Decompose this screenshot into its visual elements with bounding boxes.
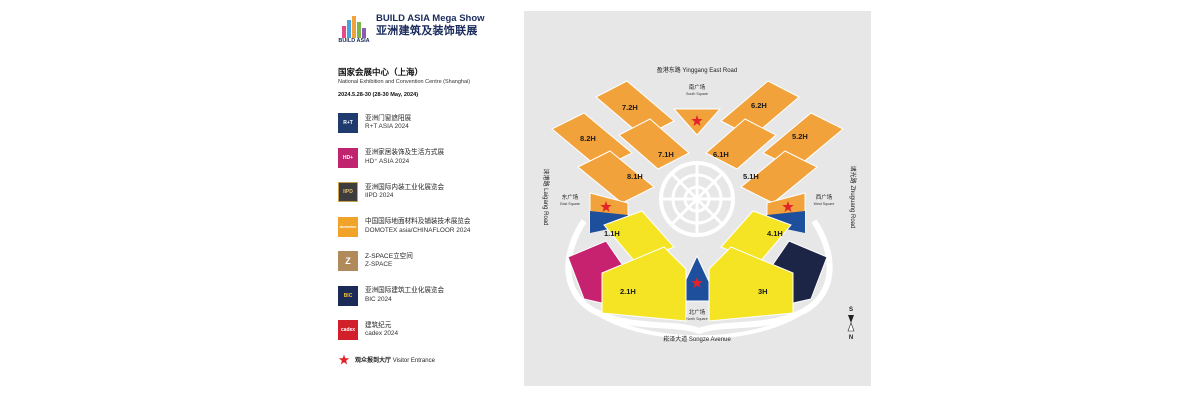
build-asia-logo: BUILD ASIA: [338, 14, 370, 46]
east-entrance-star: [782, 201, 794, 212]
show-name-en: HD⁺ ASIA 2024: [365, 157, 410, 165]
domotex-logo-text: domotex: [339, 224, 357, 229]
south-east-hall-group: [708, 210, 828, 322]
road-south-label: 崧泽大道 Songze Avenue: [663, 335, 731, 343]
hall-label-8-2h: 8.2H: [580, 134, 596, 143]
hall-label-7-1h: 7.1H: [658, 150, 674, 159]
south-square-label-en: North Square: [686, 317, 707, 321]
north-entrance-star: [691, 115, 703, 126]
show-item: IIPD 亚洲国际内装工业化展览会 IIPD 2024: [338, 181, 518, 203]
cadex-logo-text: cadex: [340, 327, 356, 333]
entrance-label-cn: 观众报到大厅: [355, 358, 392, 364]
hall-label-1-1h: 1.1H: [604, 229, 620, 238]
build-asia-logo-text: BUILD ASIA: [338, 38, 370, 44]
venue-info: 国家会展中心（上海） National Exhibition and Conve…: [338, 66, 518, 98]
entrance-stars: [600, 115, 794, 288]
entrance-legend: 观众报到大厅 Visitor Entrance: [338, 354, 518, 366]
show-name-cn: 亚洲国际内装工业化展览会: [365, 183, 445, 191]
show-name-en: IIPD 2024: [365, 192, 394, 200]
show-name-cn: 亚洲国际建筑工业化展览会: [365, 287, 445, 295]
brand-title-en: BUILD ASIA Mega Show: [376, 13, 485, 24]
show-name-cn: 亚洲门窗遮阳展: [365, 114, 412, 122]
road-east-label: 诸光路 Zhuguang Road: [849, 166, 857, 229]
hall-8-1h: [577, 150, 655, 204]
road-west-label: 涞港路 Laigang Road: [542, 168, 550, 225]
venue-map-svg: 7.2H 8.2H 7.1H 8.1H 6.2H 5.2H 6.1H 5.1H …: [542, 66, 857, 343]
entrance-label-en: Visitor Entrance: [392, 358, 435, 364]
brand-header: BUILD ASIA BUILD ASIA Mega Show 亚洲建筑及装饰联…: [338, 13, 518, 46]
hall-label-2-1h: 2.1H: [620, 287, 636, 296]
show-name-cn: Z-SPACE立空间: [365, 252, 413, 260]
hall-label-7-2h: 7.2H: [622, 103, 638, 112]
show-item: domotex 中国国际地面材料及铺装技术展览会 DOMOTEX asia/CH…: [338, 216, 518, 238]
compass-bottom-letter: N: [849, 335, 853, 341]
east-square-label-cn: 西广场: [816, 193, 833, 201]
hall-3h: [708, 246, 794, 322]
hd-asia-logo-text: HD+: [342, 154, 354, 161]
west-square-label-cn: 东广场: [562, 193, 579, 201]
show-name-en: DOMOTEX asia/CHINAFLOOR 2024: [365, 226, 471, 234]
east-square-label-en: West Square: [814, 202, 835, 206]
rt-asia-logo-text: R+T: [343, 120, 353, 126]
south-west-hall-group: [567, 210, 687, 322]
show-item: BIC 亚洲国际建筑工业化展览会 BIC 2024: [338, 285, 518, 307]
iipd-logo: IIPD: [338, 182, 358, 202]
show-item: Z Z-SPACE立空间 Z-SPACE: [338, 250, 518, 272]
central-hub: [659, 161, 735, 237]
venue-name-cn: 国家会展中心（上海）: [338, 67, 424, 77]
bic-logo-text: BIC: [343, 292, 353, 299]
outer-ring-road: [565, 219, 833, 335]
venue-map: 7.2H 8.2H 7.1H 8.1H 6.2H 5.2H 6.1H 5.1H …: [524, 11, 871, 386]
hall-label-6-1h: 6.1H: [713, 150, 729, 159]
north-square-label-en: South Square: [686, 92, 708, 96]
show-item: R+T 亚洲门窗遮阳展 R+T ASIA 2024: [338, 112, 518, 134]
south-square-label-cn: 北广场: [689, 308, 706, 316]
venue-date: 2024.5.28-30 (28-30 May, 2024): [338, 92, 419, 98]
south-road-curve: [592, 309, 806, 340]
hall-label-8-1h: 8.1H: [627, 172, 643, 181]
show-list: R+T 亚洲门窗遮阳展 R+T ASIA 2024 HD+ 亚洲家居装饰及生活方…: [338, 112, 518, 341]
hall-7-1h: [618, 118, 690, 170]
hall-label-3h: 3H: [758, 287, 768, 296]
venue-name-en: National Exhibition and Convention Centr…: [338, 79, 471, 85]
iipd-logo-text: IIPD: [343, 189, 353, 195]
east-entrance-blue: [767, 211, 805, 233]
north-square-label-cn: 南广场: [689, 83, 706, 91]
hall-2-1h: [601, 246, 687, 322]
show-name-en: R+T ASIA 2024: [365, 123, 409, 131]
legend-panel: BUILD ASIA BUILD ASIA Mega Show 亚洲建筑及装饰联…: [338, 13, 518, 366]
hall-label-5-1h: 5.1H: [743, 172, 759, 181]
west-entrance-star: [600, 201, 612, 212]
show-name-en: cadex 2024: [365, 330, 399, 338]
show-name-cn: 中国国际地面材料及铺装技术展览会: [365, 218, 471, 226]
show-item: cadex 建筑纪元 cadex 2024: [338, 319, 518, 341]
z-space-logo: Z: [338, 251, 358, 271]
north-east-hall-group: [705, 80, 844, 204]
bic-logo: BIC: [338, 285, 358, 306]
south-entrance-star: [691, 277, 703, 288]
cadex-logo: cadex: [338, 320, 358, 340]
hall-6-1h: [705, 118, 777, 170]
show-item: HD+ 亚洲家居装饰及生活方式展 HD⁺ ASIA 2024: [338, 147, 518, 169]
brand-title-cn: 亚洲建筑及装饰联展: [376, 24, 478, 37]
hd-asia-logo: HD+: [338, 147, 358, 168]
west-square-label-en: East Square: [560, 202, 580, 206]
show-name-cn: 亚洲家居装饰及生活方式展: [365, 149, 445, 157]
hall-label-6-2h: 6.2H: [751, 101, 767, 110]
show-name-en: Z-SPACE: [365, 261, 393, 269]
west-entrance-blue: [590, 211, 628, 233]
domotex-logo: domotex: [338, 216, 358, 237]
show-name-cn: 建筑纪元: [365, 321, 392, 329]
z-space-logo-text: Z: [345, 256, 351, 266]
compass-top-letter: S: [849, 307, 853, 313]
compass-icon: S N: [847, 307, 855, 341]
show-name-en: BIC 2024: [365, 295, 392, 303]
hall-label-5-2h: 5.2H: [792, 132, 808, 141]
hall-label-4-1h: 4.1H: [767, 229, 783, 238]
north-west-hall-group: [551, 80, 690, 204]
road-north-label: 盈港东路 Yinggang East Road: [657, 66, 738, 74]
red-star-icon: [338, 354, 350, 364]
rt-asia-logo: R+T: [338, 113, 358, 133]
